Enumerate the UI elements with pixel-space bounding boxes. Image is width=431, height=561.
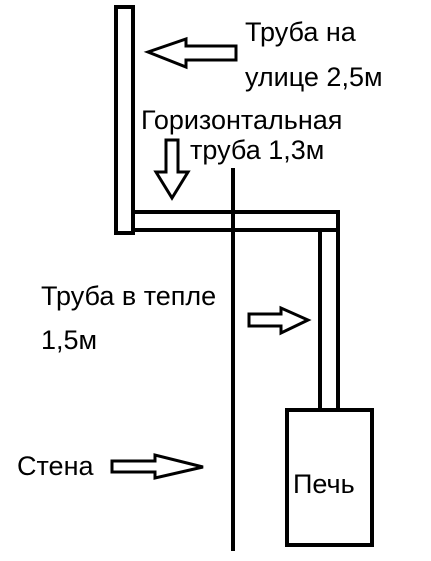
arrow-wall-icon bbox=[110, 453, 204, 480]
stove-label: Печь bbox=[293, 469, 355, 499]
stove-box bbox=[285, 408, 374, 547]
outside-pipe bbox=[114, 5, 135, 235]
arrow-down-icon bbox=[153, 138, 191, 201]
wall-label: Стена bbox=[17, 451, 94, 481]
outside-pipe-label-line1: Труба на bbox=[245, 17, 357, 47]
horizontal-pipe-label-line2: труба 1,3м bbox=[190, 135, 324, 165]
horizontal-pipe-label-line1: Горизонтальная bbox=[141, 105, 342, 135]
arrow-right-icon bbox=[247, 305, 312, 336]
arrow-left-icon bbox=[143, 36, 238, 70]
inside-pipe-label-line2: 1,5м bbox=[41, 325, 97, 355]
inside-pipe bbox=[318, 228, 340, 412]
outside-pipe-label-line2: улице 2,5м bbox=[245, 62, 383, 92]
horizontal-pipe bbox=[131, 210, 340, 232]
inside-pipe-label-line1: Труба в тепле bbox=[41, 281, 216, 311]
